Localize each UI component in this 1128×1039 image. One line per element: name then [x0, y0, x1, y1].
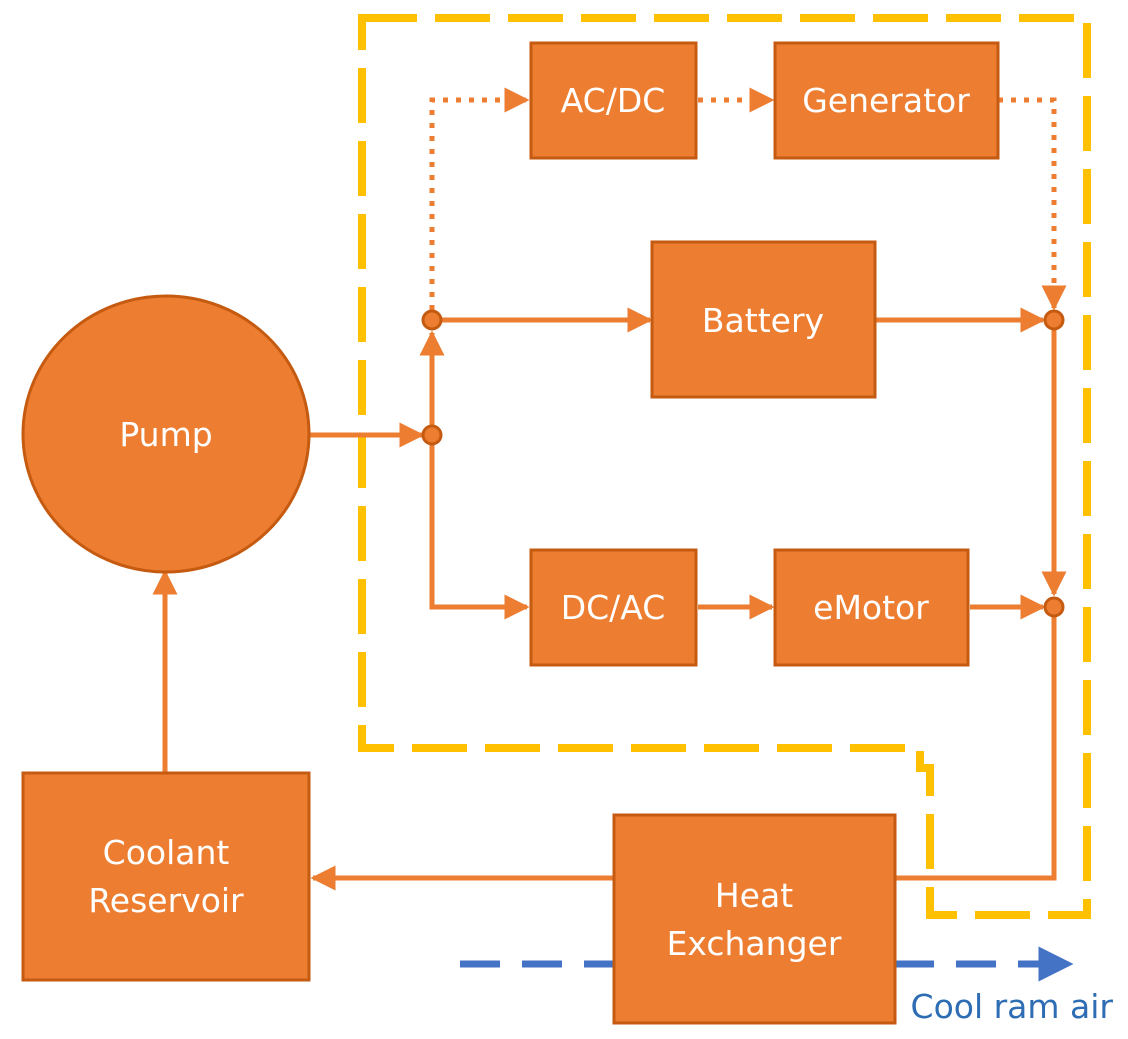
battery-node: Battery [650, 240, 877, 399]
dcac-node: DC/AC [529, 548, 698, 667]
junction-top-merge [1043, 309, 1065, 331]
flow-split-to-acdc [429, 87, 530, 310]
dcac-label: DC/AC [561, 588, 666, 627]
air-flow-label: Cool ram air [911, 987, 1114, 1026]
emotor-label: eMotor [813, 588, 929, 627]
coolant-reservoir-label-line1: Coolant [103, 833, 230, 872]
junction-top-split [421, 309, 443, 331]
generator-label: Generator [802, 81, 970, 120]
system-boundary [358, 14, 1091, 919]
junction-main-split [421, 424, 443, 446]
emotor-node: eMotor [773, 548, 970, 667]
acdc-node: AC/DC [529, 41, 698, 160]
flow-merge-to-heat-exchanger [896, 617, 1057, 881]
coolant-reservoir-label-line2: Reservoir [88, 881, 244, 920]
generator-node: Generator [773, 41, 1000, 160]
flow-generator-to-merge [998, 97, 1067, 311]
heat-exchanger-node: Heat Exchanger [612, 813, 897, 1025]
acdc-label: AC/DC [561, 81, 666, 120]
flow-split-to-dcac [429, 445, 530, 620]
junction-bottom-merge [1043, 596, 1065, 618]
pump-node: Pump [21, 294, 311, 574]
battery-label: Battery [702, 301, 824, 340]
heat-exchanger-label-line1: Heat [715, 876, 793, 915]
coolant-reservoir-node: Coolant Reservoir [21, 771, 311, 982]
pump-label: Pump [119, 415, 212, 454]
heat-exchanger-label-line2: Exchanger [667, 924, 842, 963]
